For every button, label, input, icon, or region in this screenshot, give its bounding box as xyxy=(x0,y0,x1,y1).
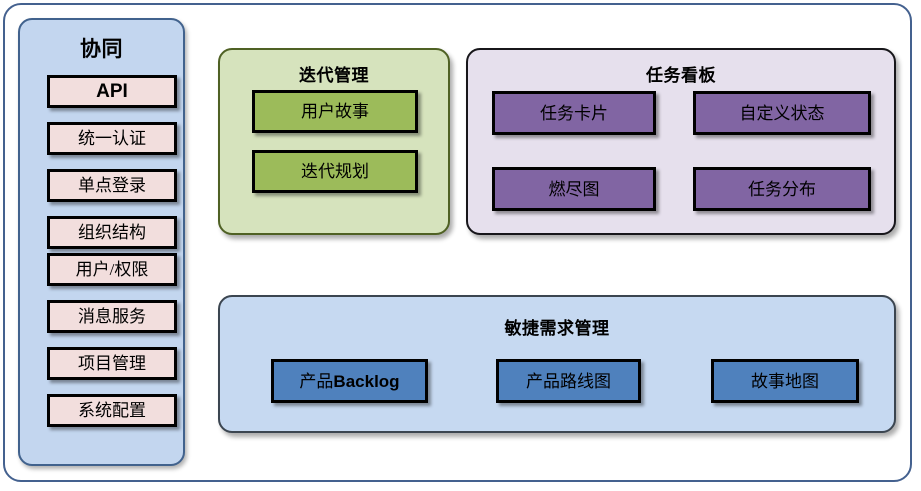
agile-item-product-roadmap[interactable]: 产品路线图 xyxy=(496,359,641,403)
taskboard-item-burndown-chart[interactable]: 燃尽图 xyxy=(492,167,656,211)
agile-item-product-backlog-cjk: 产品 xyxy=(299,371,334,391)
taskboard-item-custom-status[interactable]: 自定义状态 xyxy=(693,91,871,135)
panel-agile-requirements-title: 敏捷需求管理 xyxy=(504,319,610,338)
sidebar-item-unified-auth[interactable]: 统一认证 xyxy=(47,122,177,155)
sidebar-item-system-config[interactable]: 系统配置 xyxy=(47,394,177,427)
iteration-item-iteration-planning[interactable]: 迭代规划 xyxy=(252,150,418,193)
agile-item-story-map[interactable]: 故事地图 xyxy=(711,359,859,403)
sidebar-item-api[interactable]: API xyxy=(47,75,177,108)
taskboard-item-task-card[interactable]: 任务卡片 xyxy=(492,91,656,135)
panel-iteration-management-title: 迭代管理 xyxy=(299,66,369,85)
sidebar-item-project-management[interactable]: 项目管理 xyxy=(47,347,177,380)
taskboard-item-task-distribution[interactable]: 任务分布 xyxy=(693,167,871,211)
sidebar-item-user-permission[interactable]: 用户/权限 xyxy=(47,253,177,286)
sidebar-item-org-structure[interactable]: 组织结构 xyxy=(47,216,177,249)
panel-task-board-title: 任务看板 xyxy=(646,66,716,85)
agile-item-product-backlog-latin: Backlog xyxy=(333,371,400,391)
sidebar-item-sso[interactable]: 单点登录 xyxy=(47,169,177,202)
sidebar-item-message-service[interactable]: 消息服务 xyxy=(47,300,177,333)
panel-collaboration[interactable]: 协同 API 统一认证 单点登录 组织结构 用户/权限 消息服务 项目管理 系统… xyxy=(18,18,185,466)
iteration-item-user-story[interactable]: 用户故事 xyxy=(252,90,418,133)
panel-task-board[interactable]: 任务看板 任务卡片 自定义状态 燃尽图 任务分布 xyxy=(466,48,896,235)
panel-collaboration-title: 协同 xyxy=(80,38,123,61)
panel-iteration-management[interactable]: 迭代管理 用户故事 迭代规划 xyxy=(218,48,450,235)
